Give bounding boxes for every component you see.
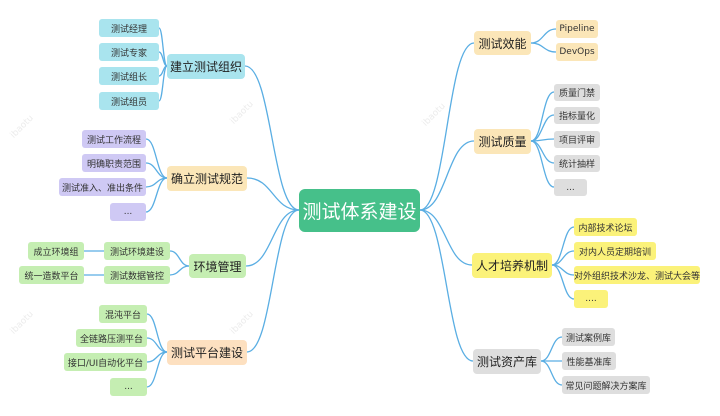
leaf-chaos-platform[interactable]: 混沌平台 (99, 305, 147, 323)
connector-root-spec (246, 177, 300, 211)
leaf-test-lead[interactable]: 测试组长 (99, 67, 159, 85)
root-topic[interactable]: 测试体系建设 (299, 189, 420, 232)
leaf-pipeline[interactable]: Pipeline (556, 20, 598, 38)
connector-talent-leaf (551, 264, 575, 300)
branch-test-assets[interactable]: 测试资产库 (473, 349, 541, 374)
connector-root-env (245, 209, 300, 267)
leaf-data-platform[interactable]: 统一造数平台 (19, 266, 84, 284)
leaf-more[interactable]: ... (110, 203, 146, 221)
leaf-env-team[interactable]: 成立环境组 (28, 242, 84, 260)
leaf-external-salon[interactable]: 对外组织技术沙龙、测试大会等 (574, 266, 700, 284)
connector-spec-leaf (145, 177, 168, 213)
leaf-test-member[interactable]: 测试组员 (99, 92, 159, 110)
connector-root-platform (246, 209, 300, 353)
connector-env-leaf (169, 250, 190, 267)
leaf-more[interactable]: ... (554, 179, 587, 196)
leaf-performance-library[interactable]: 性能基准库 (562, 352, 616, 370)
leaf-quality-gate[interactable]: 质量门禁 (554, 84, 600, 101)
leaf-solution-library[interactable]: 常见问题解决方案库 (562, 376, 650, 394)
connector-talent-leaf (551, 226, 575, 266)
leaf-entry-exit-criteria[interactable]: 测试准入、准出条件 (59, 178, 146, 196)
connector-env-leaf (169, 265, 190, 276)
branch-environment-management[interactable]: 环境管理 (189, 254, 246, 278)
leaf-internal-forum[interactable]: 内部技术论坛 (574, 218, 637, 236)
leaf-test-env-build[interactable]: 测试环境建设 (104, 242, 170, 260)
connector-spec-leaf (145, 138, 168, 179)
branch-test-quality[interactable]: 测试质量 (474, 129, 531, 154)
leaf-test-manager[interactable]: 测试经理 (99, 19, 159, 37)
branch-talent-development[interactable]: 人才培养机制 (472, 253, 552, 278)
leaf-responsibility-scope[interactable]: 明确职责范围 (82, 154, 146, 172)
branch-test-platform[interactable]: 测试平台建设 (167, 340, 247, 365)
connector-efficiency-leaf (530, 28, 557, 44)
leaf-more[interactable]: .... (574, 290, 608, 308)
leaf-stress-platform[interactable]: 全链路压测平台 (76, 329, 147, 347)
leaf-devops[interactable]: DevOps (556, 43, 598, 61)
leaf-metric-quantify[interactable]: 指标量化 (554, 107, 600, 124)
connector-root-org (244, 65, 300, 211)
connector-root-efficiency (419, 42, 475, 211)
branch-test-organization[interactable]: 建立测试组织 (167, 54, 245, 79)
leaf-statistical-sampling[interactable]: 统计抽样 (554, 155, 600, 172)
connector-root-talent (419, 209, 473, 266)
connector-assets-leaf (540, 360, 563, 386)
connector-quality-leaf (530, 114, 555, 142)
leaf-test-case-library[interactable]: 测试案例库 (562, 328, 615, 346)
connector-platform-leaf (146, 313, 168, 353)
leaf-automation-platform[interactable]: 接口/UI自动化平台 (64, 353, 147, 371)
leaf-test-workflow[interactable]: 测试工作流程 (82, 130, 146, 148)
connector-quality-leaf (530, 140, 555, 188)
connector-org-leaf (158, 65, 168, 102)
connector-assets-leaf (540, 336, 563, 362)
connector-root-quality (419, 140, 475, 211)
connector-efficiency-leaf (530, 42, 557, 53)
connector-quality-leaf (530, 140, 555, 164)
connector-quality-leaf (530, 91, 555, 142)
branch-test-efficiency[interactable]: 测试效能 (474, 31, 531, 55)
connector-root-assets (419, 209, 474, 362)
leaf-more[interactable]: ... (110, 378, 147, 396)
connector-platform-leaf (146, 351, 168, 388)
leaf-project-review[interactable]: 项目评审 (554, 131, 600, 148)
leaf-test-data-control[interactable]: 测试数据管控 (104, 266, 170, 284)
leaf-regular-training[interactable]: 对内人员定期培训 (574, 242, 656, 260)
leaf-test-expert[interactable]: 测试专家 (99, 43, 159, 61)
branch-test-standards[interactable]: 确立测试规范 (167, 166, 247, 191)
